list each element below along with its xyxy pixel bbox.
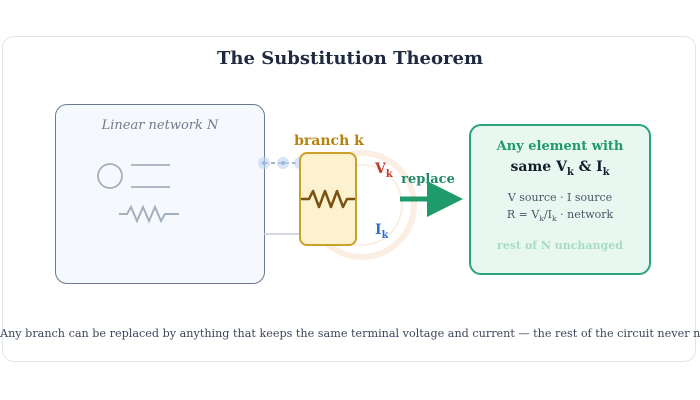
replacement-options: V source · I source (507, 191, 613, 204)
branch-resistor-icon (301, 189, 355, 209)
source-symbol-icon (97, 163, 170, 189)
replacement-formula: R = Vk/Ik · network (506, 208, 614, 224)
replacement-title: Any element with (496, 139, 624, 154)
caption: Any branch can be replaced by anything t… (0, 327, 700, 340)
arrow-head-icon (427, 181, 463, 217)
replacement-box (469, 124, 651, 275)
branch-label: branch k (294, 133, 364, 149)
replace-label: replace (401, 172, 455, 187)
linear-network-box (55, 104, 265, 284)
network-resistor-icon (119, 204, 179, 224)
replacement-subtitle: same Vk & Ik (510, 159, 610, 178)
current-label: Ik (375, 222, 389, 241)
diagram-title: The Substitution Theorem (217, 48, 483, 69)
voltage-label: Vk (375, 161, 393, 180)
unchanged-note: rest of N unchanged (497, 239, 623, 252)
network-label: Linear network N (101, 118, 219, 133)
